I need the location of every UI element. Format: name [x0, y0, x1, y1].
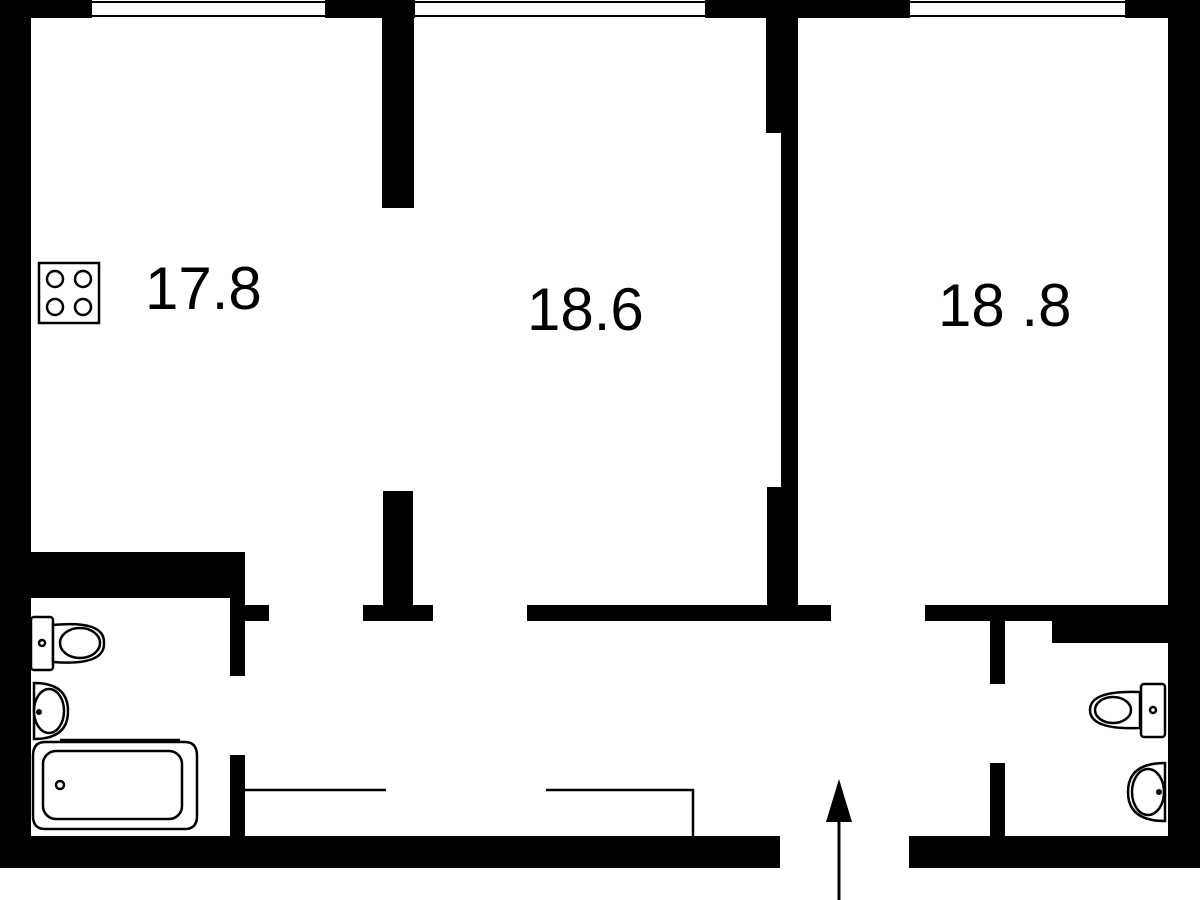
wc-top-wall-thick	[1052, 605, 1168, 643]
living-bedroom-wall-middle	[781, 133, 798, 493]
window-living-room	[413, 1, 706, 17]
window-kitchen	[92, 1, 325, 17]
toilet-icon	[1088, 682, 1167, 739]
window-bedroom	[908, 1, 1125, 17]
interior-walls	[31, 18, 1168, 836]
room-area-bedroom: 18 .8	[938, 272, 1072, 339]
bathroom-wall-stub	[245, 605, 269, 621]
sink-icon	[1126, 761, 1167, 823]
entrance-arrow-icon	[826, 779, 852, 900]
bottom-wall-left	[0, 836, 780, 868]
living-room-bottom-wall	[527, 605, 831, 621]
top-wall-mid-left	[325, 0, 415, 18]
partition-kitchen-living-upper	[382, 18, 414, 208]
bathroom-right-wall-upper	[230, 552, 245, 676]
wc-left-wall-lower	[990, 763, 1005, 836]
exterior-walls	[0, 0, 1200, 868]
partition-kitchen-living-lower	[383, 491, 413, 615]
wc-fixtures	[1088, 682, 1167, 823]
left-wall	[0, 0, 31, 868]
right-wall	[1168, 0, 1200, 868]
partition-kitchen-living-foot	[363, 605, 433, 621]
bathroom-fixtures	[29, 615, 199, 831]
living-bedroom-wall-upper	[766, 18, 798, 133]
closet-line-right	[546, 788, 695, 836]
wc-left-wall-upper	[990, 621, 1005, 684]
sink-icon	[32, 681, 70, 741]
living-bedroom-wall-lower	[767, 487, 798, 607]
windows	[92, 1, 1125, 17]
bottom-wall-right	[909, 836, 1200, 868]
room-area-kitchen: 17.8	[145, 255, 262, 322]
room-area-living-room: 18.6	[527, 276, 644, 343]
bathtub-icon	[31, 738, 199, 831]
stove-icon	[37, 261, 101, 325]
bathroom-right-wall-lower	[230, 755, 245, 836]
toilet-icon	[29, 615, 106, 672]
bathroom-top-wall	[31, 552, 245, 598]
top-wall-mid-right	[705, 0, 910, 18]
